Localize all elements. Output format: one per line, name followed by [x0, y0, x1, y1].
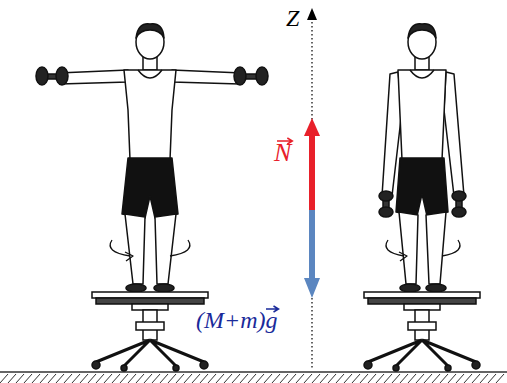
floor [0, 372, 507, 383]
weight-label: (M+m)g [196, 308, 278, 332]
force-label: N [274, 140, 291, 166]
weight-arrow [304, 210, 320, 298]
z-axis [307, 8, 317, 370]
man-arms-down [379, 24, 466, 292]
rotating-stool [364, 292, 480, 371]
axis-label: Z [286, 6, 299, 30]
man-arms-out [36, 24, 268, 292]
normal-force-arrow [304, 118, 320, 210]
rotating-stool [92, 292, 208, 371]
